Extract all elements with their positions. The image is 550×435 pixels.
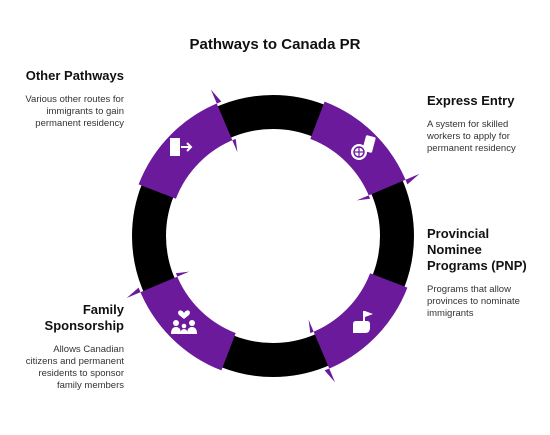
family-sponsorship-title: Family Sponsorship	[44, 302, 124, 333]
family-heart-icon	[171, 310, 197, 334]
other-pathways-title: Other Pathways	[25, 68, 124, 83]
family-sponsorship-description: Allows Canadian citizens and permanent r…	[25, 344, 124, 391]
pnp-title: Provincial Nominee Programs (PNP)	[427, 226, 527, 273]
express-entry-block: Express Entry A system for skilled worke…	[427, 93, 537, 155]
hand-flag-icon	[353, 311, 373, 333]
ring-icons	[170, 135, 376, 334]
express-entry-title: Express Entry	[427, 93, 515, 108]
other-pathways-block: Other Pathways Various other routes for …	[22, 68, 124, 130]
other-pathways-description: Various other routes for immigrants to g…	[25, 94, 124, 129]
family-sponsorship-block: Family Sponsorship Allows Canadian citiz…	[22, 302, 124, 392]
ring-segments	[126, 89, 420, 383]
express-entry-description: A system for skilled workers to apply fo…	[427, 119, 516, 154]
exit-door-icon	[170, 138, 193, 156]
diagram-title: Pathways to Canada PR	[189, 36, 361, 53]
pnp-description: Programs that allow provinces to nominat…	[427, 284, 520, 319]
pnp-block: Provincial Nominee Programs (PNP) Progra…	[427, 226, 537, 320]
ring-track	[132, 95, 414, 377]
passport-icon	[351, 135, 376, 160]
segment-family	[126, 271, 236, 371]
